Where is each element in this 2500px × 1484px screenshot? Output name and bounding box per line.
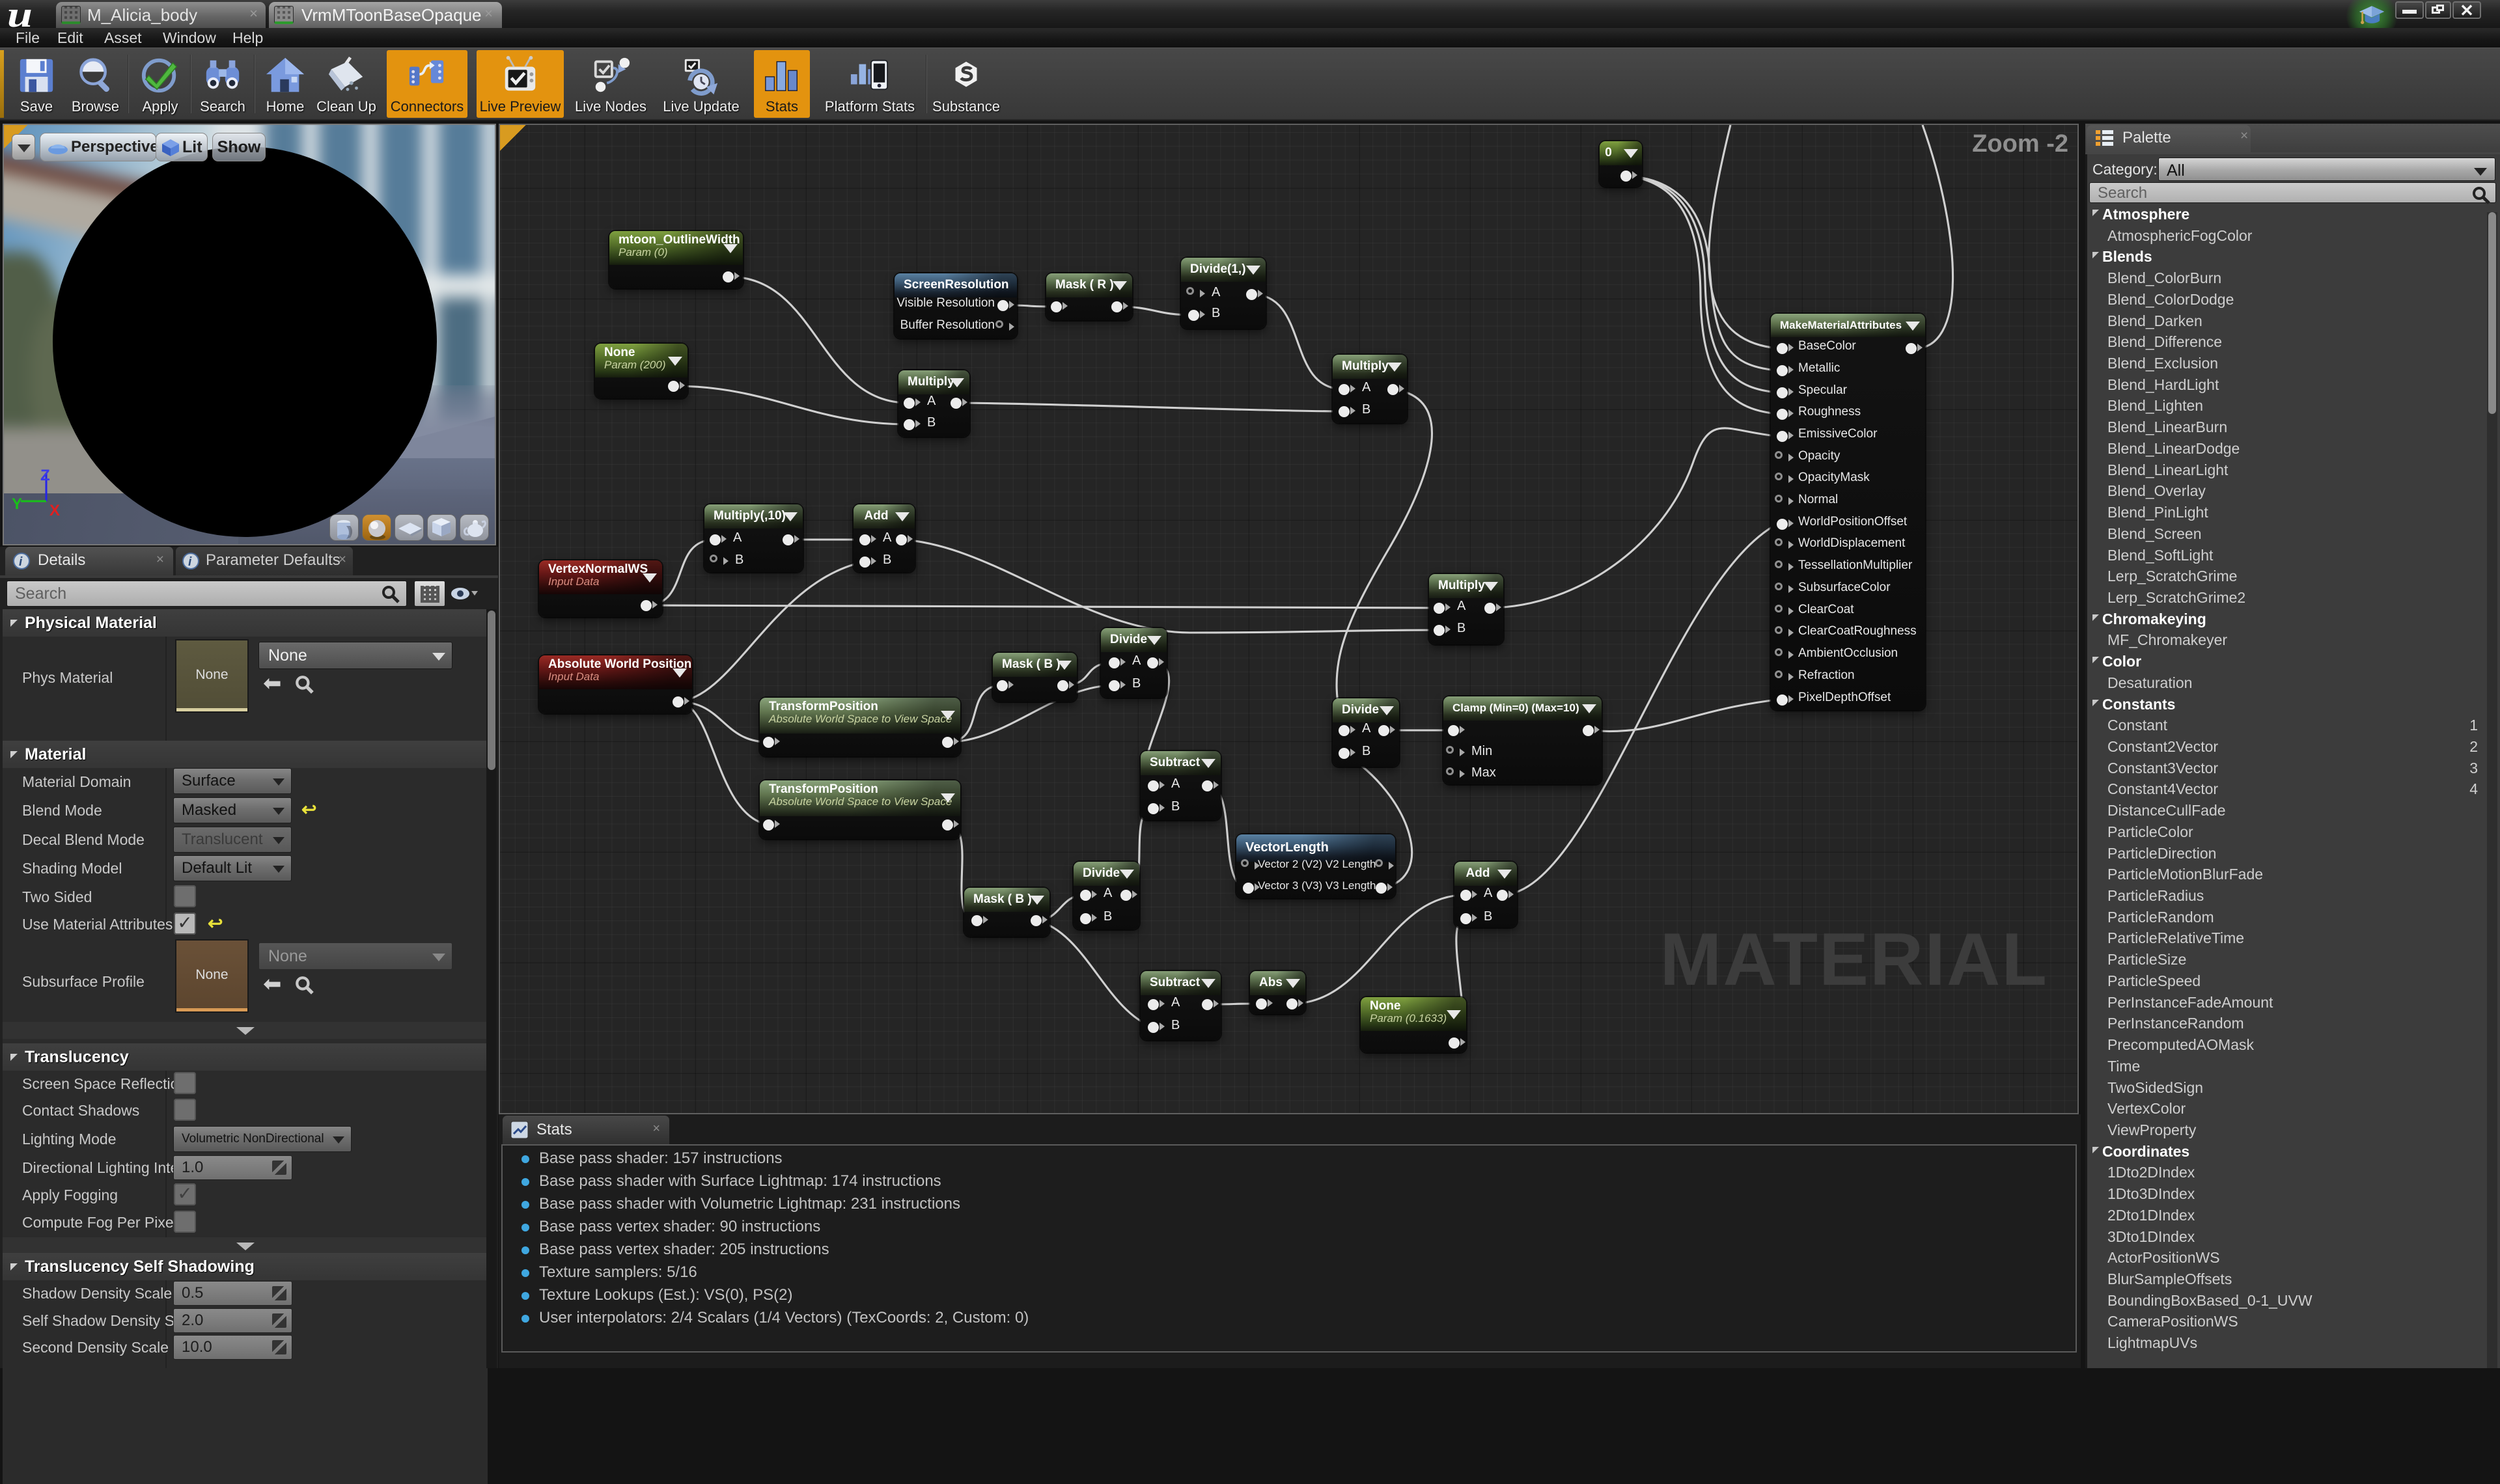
svg-text:i: i [188,555,192,569]
svg-text:u: u [7,0,33,28]
svg-text:X: X [49,502,60,519]
svg-text:i: i [19,555,23,569]
svg-text:Y: Y [12,495,22,513]
svg-text:Z: Z [40,469,50,484]
